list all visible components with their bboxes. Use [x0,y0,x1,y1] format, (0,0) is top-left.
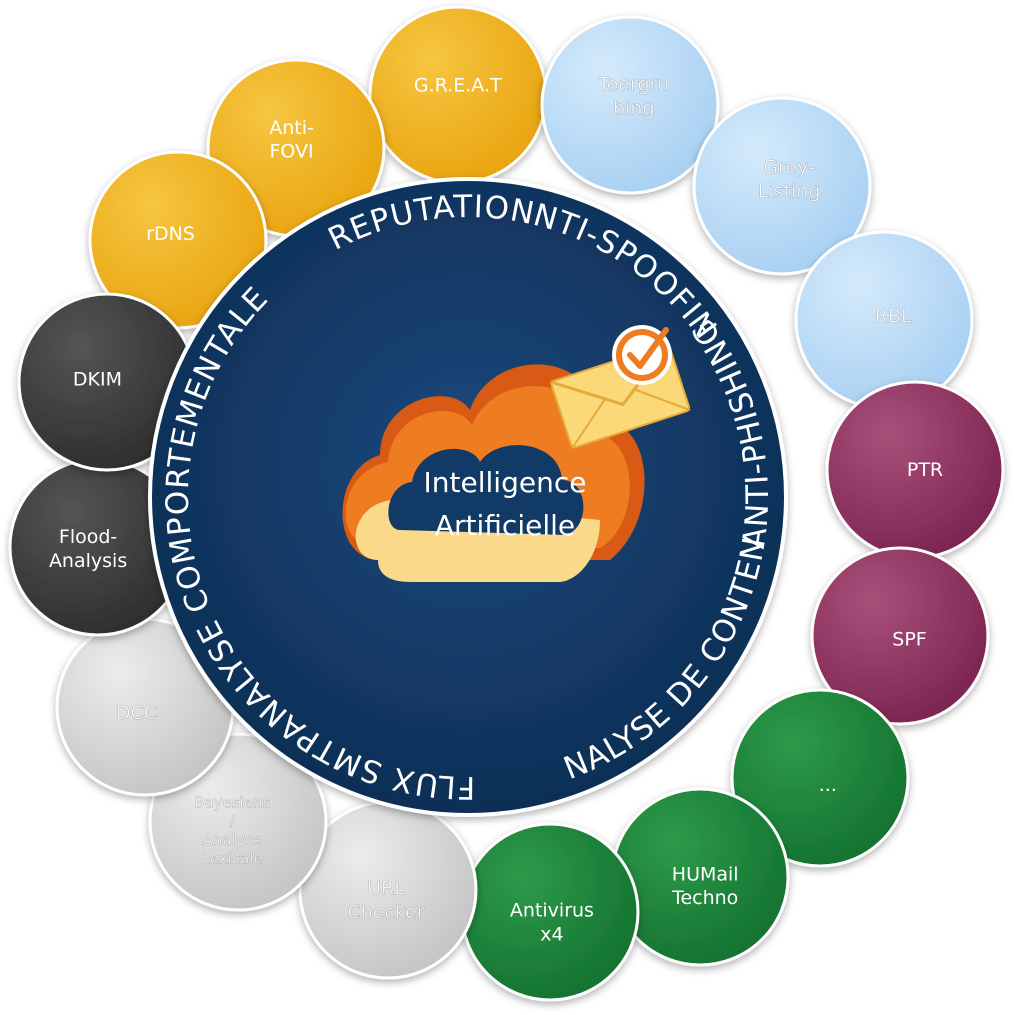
petal-label-more-0: ... [819,774,837,796]
petal-label-humail-1: Techno [671,887,738,909]
petal-label-teergrubing-1: bing [613,97,654,119]
petal-label-anti-fovi-1: FOVI [270,141,314,163]
center-line1: Intelligence [424,466,587,499]
petal-label-bayesiens-1: / [230,812,236,830]
petal-label-rbl-0: RBL [875,306,912,328]
petal-label-teergrubing-0: Teergru [597,74,669,96]
petal-label-bayesiens-3: Lexicale [202,850,263,868]
petal-label-dcc-0: DCC [116,702,157,724]
petal-label-spf-0: SPF [892,629,926,651]
center-line2: Artificielle [435,509,575,542]
petal-ptr: PTR [825,380,1005,560]
petal-great: G.R.E.A.T [368,5,548,185]
petal-circle-teergrubing [540,15,720,195]
petal-circle-greylisting [692,96,872,276]
petal-label-rdns-0: rDNS [146,223,195,245]
petal-label-antivirus-0: Antivirus [510,900,594,922]
petal-greylisting: Grey-Listing [692,96,872,276]
petal-label-antivirus-1: x4 [540,923,563,945]
petal-label-flood-analysis-1: Analysis [49,550,127,572]
petal-label-url-checker-0: URL [367,878,405,900]
petal-label-ptr-0: PTR [907,459,943,481]
petal-label-anti-fovi-0: Anti- [269,117,314,139]
petal-circle-more [730,688,910,868]
petal-rbl: RBL [794,230,974,410]
petal-spf: SPF [810,546,990,726]
petal-label-greylisting-1: Listing [758,180,821,202]
petal-label-great-0: G.R.E.A.T [414,75,502,97]
petal-label-greylisting-0: Grey- [763,157,815,179]
petal-more: ... [730,688,910,868]
petal-circle-spf [810,546,990,726]
ai-cloud-icon: Intelligence Artificielle [342,364,645,582]
petal-label-flood-analysis-0: Flood- [59,526,117,548]
petal-label-humail-0: HUMail [672,863,739,885]
petal-label-bayesiens-2: Analyse [203,831,262,849]
category-petals: G.R.E.A.TAnti-FOVIrDNSTeergrubingGrey-Li… [8,5,1005,1002]
petal-label-bayesiens-0: Bayesiens [194,793,270,811]
petal-label-url-checker-1: Checker [347,901,424,923]
petal-label-dkim-0: DKIM [73,369,122,391]
check-badge-icon [612,325,672,385]
